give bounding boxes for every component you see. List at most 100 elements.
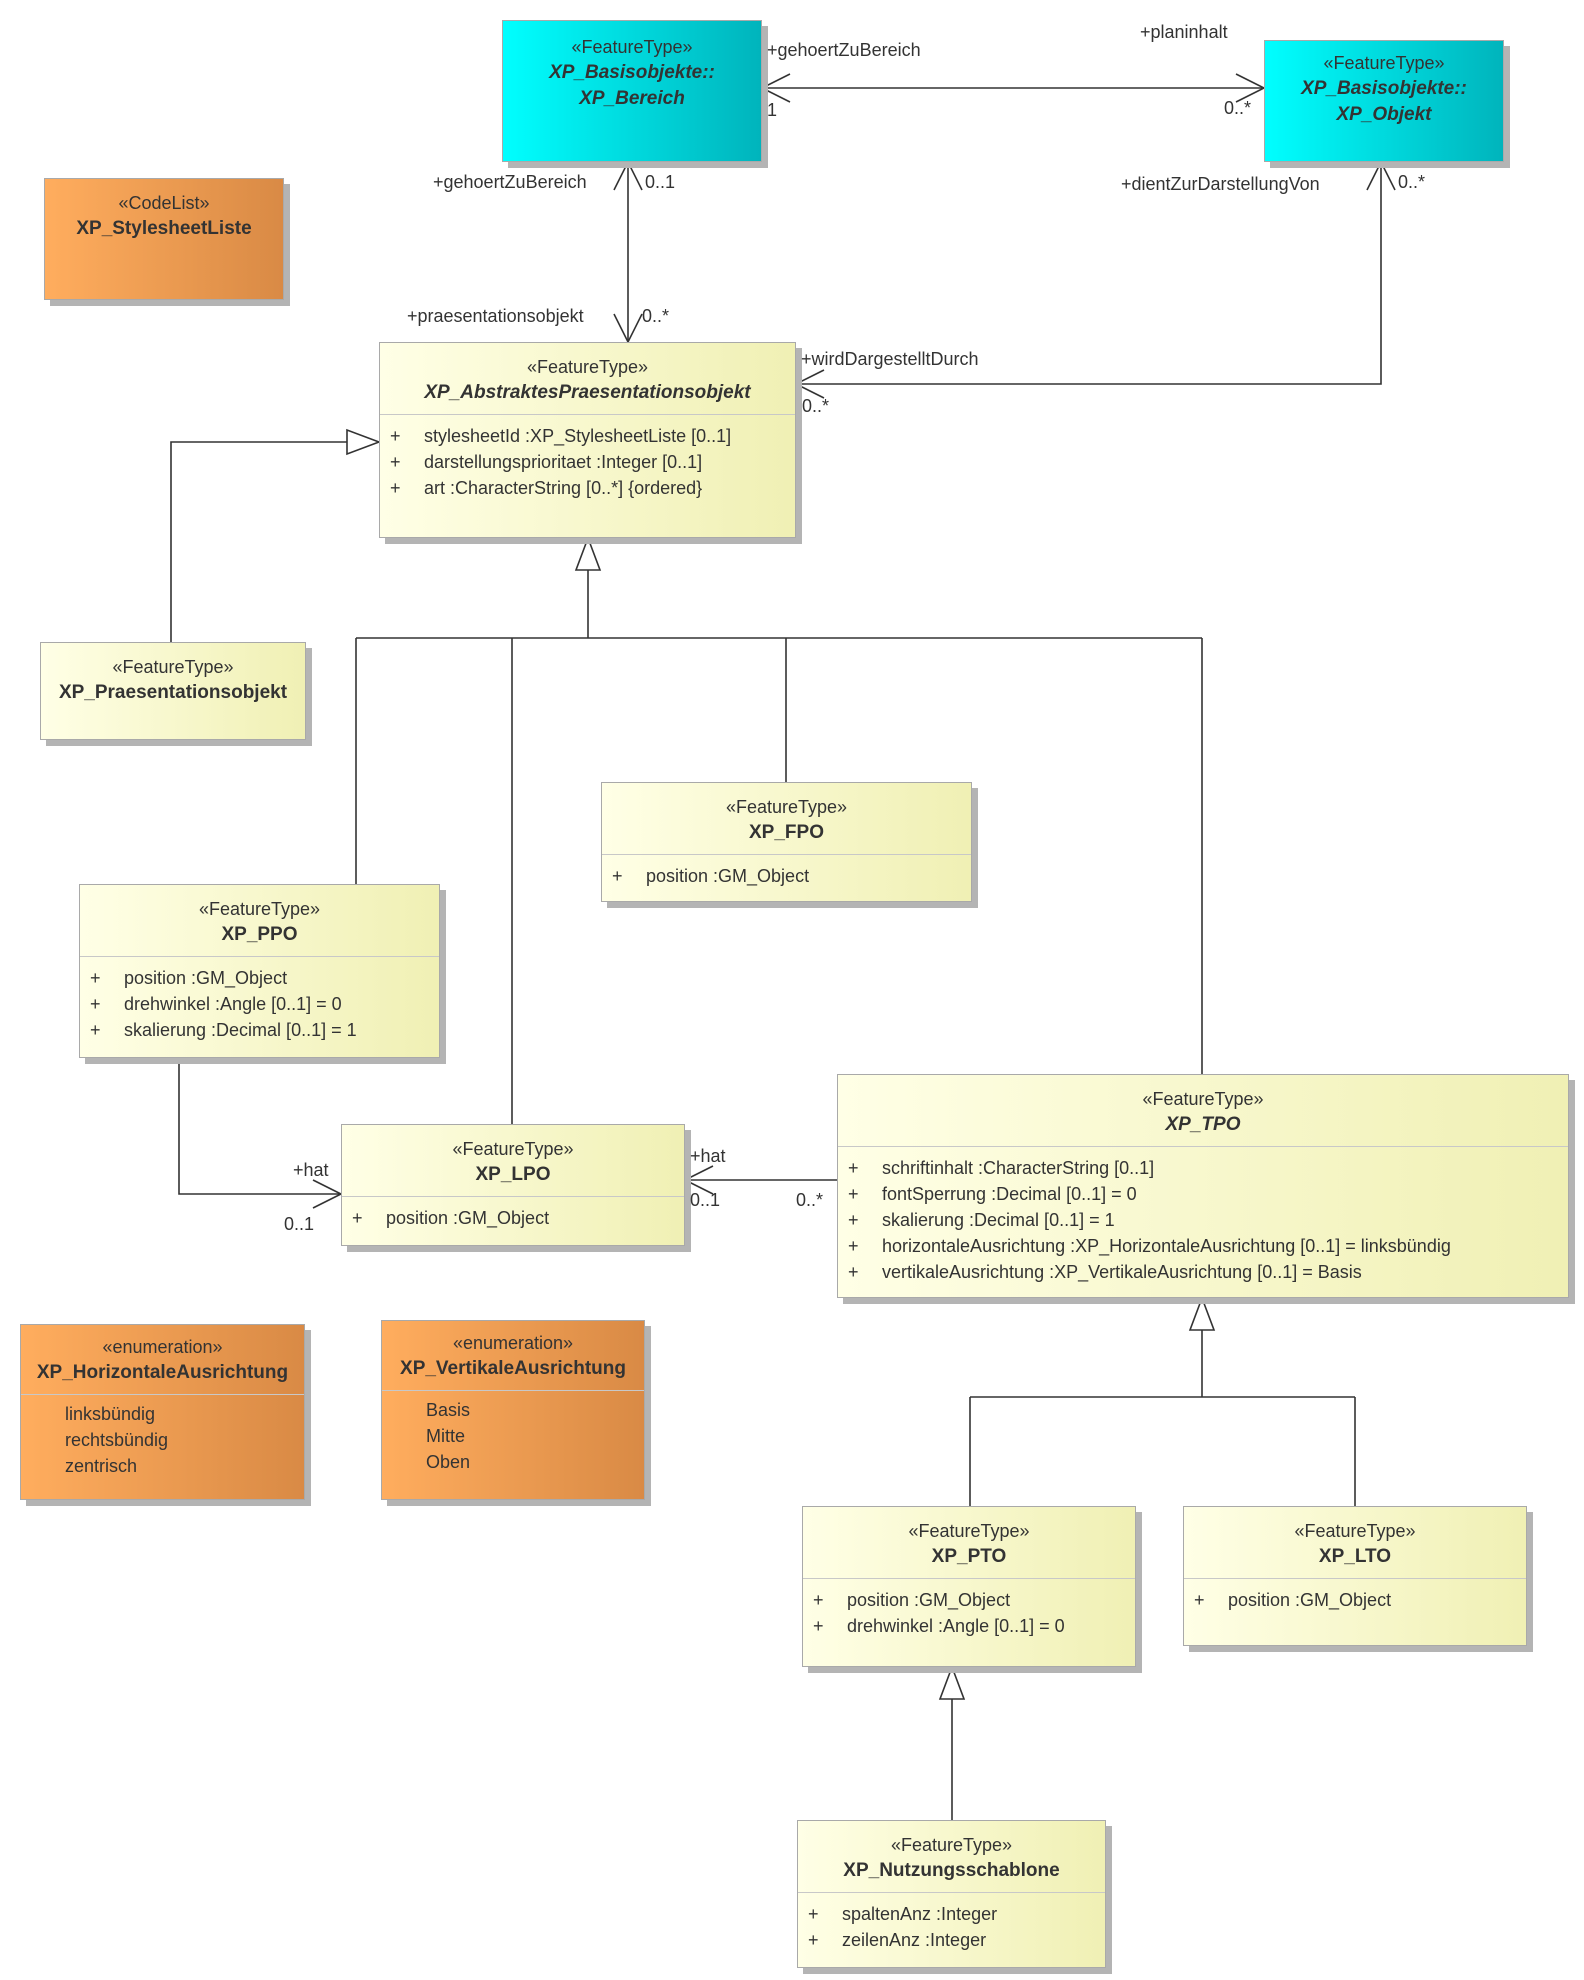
stereotype: «FeatureType»	[1142, 1089, 1264, 1109]
attribute: +skalierung :Decimal [0..1] = 1	[90, 1020, 357, 1040]
role-label: +praesentationsobjekt	[407, 306, 584, 326]
class-xp-stylesheetliste[interactable]: «CodeList» XP_StylesheetListe	[44, 178, 284, 300]
attribute: +skalierung :Decimal [0..1] = 1	[848, 1210, 1115, 1230]
attribute: +zeilenAnz :Integer	[808, 1930, 987, 1950]
multiplicity-label: 0..*	[642, 306, 670, 326]
stereotype: «FeatureType»	[725, 797, 848, 817]
role-label: +planinhalt	[1140, 22, 1228, 42]
multiplicity-label: 0..*	[802, 396, 830, 416]
literal-list: Basis Mitte Oben	[382, 1390, 644, 1475]
class-xp-lto[interactable]: «FeatureType» XP_LTO +position :GM_Objec…	[1183, 1506, 1527, 1646]
multiplicity-label: 0..1	[645, 172, 676, 192]
class-name: XP_FPO	[749, 822, 824, 843]
gen-arrow-pto	[938, 1664, 966, 1700]
arrow-to-bereich-up	[613, 160, 643, 191]
role-label: +hat	[293, 1160, 329, 1180]
attribute: +darstellungsprioritaet :Integer [0..1]	[390, 452, 703, 472]
attribute-list: +position :GM_Object +drehwinkel :Angle …	[80, 956, 439, 1043]
enum-literal: Oben	[426, 1452, 471, 1472]
arrow-to-abstrakt-left	[794, 369, 825, 399]
stereotype: «FeatureType»	[890, 1835, 1013, 1855]
attribute-list: +position :GM_Object	[1184, 1578, 1526, 1613]
class-xp-praesentationsobjekt[interactable]: «FeatureType» XP_Praesentationsobjekt	[40, 642, 306, 740]
stereotype: «FeatureType»	[571, 37, 693, 57]
class-xp-pto[interactable]: «FeatureType» XP_PTO +position :GM_Objec…	[802, 1506, 1136, 1667]
class-xp-horizontaleausrichtung[interactable]: «enumeration» XP_HorizontaleAusrichtung …	[20, 1324, 305, 1500]
role-label: +dientZurDarstellungVon	[1121, 174, 1320, 194]
attribute: +position :GM_Object	[612, 866, 810, 886]
stereotype: «FeatureType»	[452, 1139, 574, 1159]
attribute: +schriftinhalt :CharacterString [0..1]	[848, 1158, 1155, 1178]
stereotype: «FeatureType»	[1323, 53, 1445, 73]
class-xp-lpo[interactable]: «FeatureType» XP_LPO +position :GM_Objec…	[341, 1124, 685, 1246]
class-name: XP_Basisobjekte::	[1301, 78, 1467, 99]
class-name: XP_Nutzungsschablone	[843, 1860, 1060, 1881]
assoc-ppo-lpo	[178, 1058, 341, 1195]
class-xp-abstraktes-praesentationsobjekt[interactable]: «FeatureType» XP_AbstraktesPraesentation…	[379, 342, 796, 538]
class-xp-objekt[interactable]: «FeatureType» XP_Basisobjekte:: XP_Objek…	[1264, 40, 1504, 162]
attribute-list: +position :GM_Object +drehwinkel :Angle …	[803, 1578, 1135, 1639]
class-name: XP_PTO	[931, 1546, 1007, 1567]
arrow-to-objekt-up	[1366, 160, 1396, 191]
attribute: +stylesheetId :XP_StylesheetListe [0..1]	[390, 426, 732, 446]
enum-literal: Basis	[426, 1400, 471, 1420]
stereotype: «FeatureType»	[526, 357, 649, 377]
class-name: XP_Bereich	[579, 88, 685, 109]
class-xp-ppo[interactable]: «FeatureType» XP_PPO +position :GM_Objec…	[79, 884, 440, 1058]
multiplicity-label: 0..1	[690, 1190, 721, 1210]
class-name: XP_LPO	[475, 1164, 551, 1185]
attribute: +art :CharacterString [0..*] {ordered}	[390, 478, 703, 498]
gen-praes	[170, 441, 347, 642]
multiplicity-label: 0..*	[1224, 98, 1252, 118]
enum-literal: Mitte	[426, 1426, 466, 1446]
attribute-list: +position :GM_Object	[342, 1196, 684, 1231]
enum-literal: linksbündig	[65, 1404, 156, 1424]
role-label: +gehoertZuBereich	[433, 172, 587, 192]
gen-arrow-tpo	[1188, 1295, 1216, 1331]
multiplicity-label: 1	[767, 100, 778, 120]
role-label: +hat	[690, 1146, 726, 1166]
class-name: XP_LTO	[1318, 1546, 1392, 1567]
stereotype: «FeatureType»	[1294, 1521, 1416, 1541]
stereotype: «enumeration»	[102, 1337, 223, 1357]
attribute-list: +stylesheetId :XP_StylesheetListe [0..1]…	[380, 414, 795, 501]
stereotype: «enumeration»	[452, 1333, 574, 1353]
stereotype: «FeatureType»	[198, 899, 321, 919]
attribute: +horizontaleAusrichtung :XP_HorizontaleA…	[848, 1236, 1451, 1256]
stereotype: «CodeList»	[118, 193, 210, 213]
class-name: XP_Praesentationsobjekt	[58, 682, 288, 703]
class-name: XP_Objekt	[1336, 104, 1432, 125]
class-xp-nutzungsschablone[interactable]: «FeatureType» XP_Nutzungsschablone +spal…	[797, 1820, 1106, 1968]
attribute: +drehwinkel :Angle [0..1] = 0	[90, 994, 342, 1014]
attribute: +drehwinkel :Angle [0..1] = 0	[813, 1616, 1065, 1636]
multiplicity-label: 0..*	[796, 1190, 824, 1210]
multiplicity-label: 0..1	[284, 1214, 315, 1234]
class-xp-tpo[interactable]: «FeatureType» XP_TPO +schriftinhalt :Cha…	[837, 1074, 1569, 1298]
arrow-to-lpo-left	[683, 1165, 714, 1195]
attribute: +position :GM_Object	[1194, 1590, 1392, 1610]
assoc-objekt-abstrakt	[796, 162, 1382, 385]
class-xp-fpo[interactable]: «FeatureType» XP_FPO +position :GM_Objec…	[601, 782, 972, 902]
class-name: XP_StylesheetListe	[76, 218, 252, 239]
class-name: XP_VertikaleAusrichtung	[400, 1358, 626, 1379]
class-name: XP_HorizontaleAusrichtung	[36, 1362, 289, 1383]
class-xp-vertikaleausrichtung[interactable]: «enumeration» XP_VertikaleAusrichtung Ba…	[381, 1320, 645, 1500]
attribute-list: +position :GM_Object	[602, 854, 971, 889]
attribute: +position :GM_Object	[90, 968, 288, 988]
class-name: XP_AbstraktesPraesentationsobjekt	[424, 382, 751, 403]
class-xp-bereich[interactable]: «FeatureType» XP_Basisobjekte:: XP_Berei…	[502, 20, 762, 162]
gen-arrow-praes	[346, 428, 382, 456]
attribute-list: +schriftinhalt :CharacterString [0..1] +…	[838, 1146, 1568, 1285]
attribute: +vertikaleAusrichtung :XP_VertikaleAusri…	[848, 1262, 1362, 1282]
stereotype: «FeatureType»	[112, 657, 234, 677]
arrow-to-bereich	[760, 73, 791, 103]
enum-literal: rechtsbündig	[65, 1430, 169, 1450]
attribute: +spaltenAnz :Integer	[808, 1904, 998, 1924]
role-label: +wirdDargestelltDurch	[801, 349, 979, 369]
class-name: XP_TPO	[1165, 1114, 1241, 1135]
stereotype: «FeatureType»	[908, 1521, 1030, 1541]
gen-arrow-abstrakt	[574, 535, 602, 571]
attribute-list: +spaltenAnz :Integer +zeilenAnz :Integer	[798, 1892, 1105, 1953]
